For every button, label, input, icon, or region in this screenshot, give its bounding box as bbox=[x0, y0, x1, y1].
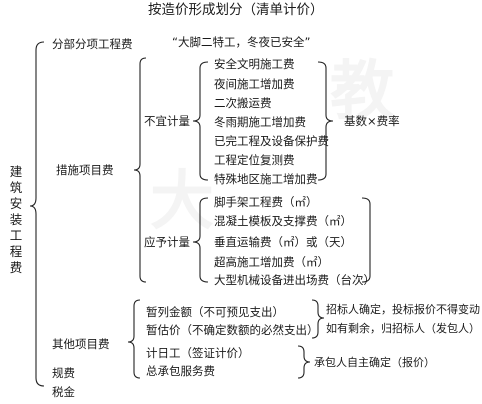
qita-label: 其他项目费 bbox=[52, 337, 110, 351]
priced-label: 应予计量 bbox=[144, 235, 190, 249]
note-a2: 如有剩余，归招标人（发包人） bbox=[326, 322, 480, 335]
note-b: 承包人自主确定（报价） bbox=[314, 356, 435, 369]
not-priced-label: 不宜计量 bbox=[144, 114, 190, 128]
slogan: “大脚二特工，冬夜已安全” bbox=[172, 35, 311, 49]
watermark-right: 教 bbox=[330, 55, 394, 129]
priced-item: 垂直运输费（㎡）或（天） bbox=[214, 235, 352, 249]
cuoshi-bracket bbox=[133, 57, 147, 283]
not-priced-item: 特殊地区施工增加费 bbox=[214, 172, 318, 186]
root-bracket bbox=[29, 41, 45, 387]
not-priced-bracket bbox=[192, 61, 209, 181]
note-a-bracket bbox=[311, 299, 325, 339]
fenbu-label: 分部分项工程费 bbox=[52, 37, 133, 51]
not-priced-item: 已完工程及设备保护费 bbox=[214, 134, 329, 148]
not-priced-item: 安全文明施工费 bbox=[214, 57, 295, 71]
priced-bracket bbox=[192, 197, 209, 283]
not-priced-item: 夜间施工增加费 bbox=[214, 77, 295, 91]
not-priced-item: 冬雨期施工增加费 bbox=[214, 115, 306, 129]
other-bracket bbox=[127, 299, 141, 379]
formula-bracket bbox=[317, 61, 334, 181]
watermark-left: 大 bbox=[150, 165, 214, 239]
formula-label: 基数×费率 bbox=[344, 114, 400, 128]
priced-right-bracket bbox=[361, 197, 371, 283]
page-title: 按造价形成划分（清单计价） bbox=[148, 2, 324, 18]
other-item: 计日工（签证计价） bbox=[146, 346, 250, 360]
priced-item: 大型机械设备进出场费（台次） bbox=[214, 273, 375, 287]
other-item: 暂列金额（不可预见支出） bbox=[146, 305, 284, 319]
note-b-bracket bbox=[297, 345, 311, 379]
priced-item: 超高施工增加费（㎡） bbox=[214, 255, 329, 269]
other-item: 暂估价（不确定数额的必然支出） bbox=[146, 323, 319, 337]
shuijin-label: 税金 bbox=[52, 385, 75, 399]
not-priced-item: 工程定位复测费 bbox=[214, 153, 295, 167]
not-priced-item: 二次搬运费 bbox=[214, 96, 272, 110]
cuoshi-label: 措施项目费 bbox=[56, 163, 114, 177]
priced-item: 混凝土模板及支撑费（㎡） bbox=[214, 214, 352, 228]
other-item: 总承包服务费 bbox=[146, 364, 215, 378]
root-label: 建 筑 安 装 工 程 费 bbox=[9, 164, 23, 275]
priced-item: 脚手架工程费（㎡） bbox=[214, 195, 318, 209]
note-a1: 招标人确定，投标报价不得变动 bbox=[326, 303, 480, 316]
guifei-label: 规费 bbox=[52, 366, 75, 380]
